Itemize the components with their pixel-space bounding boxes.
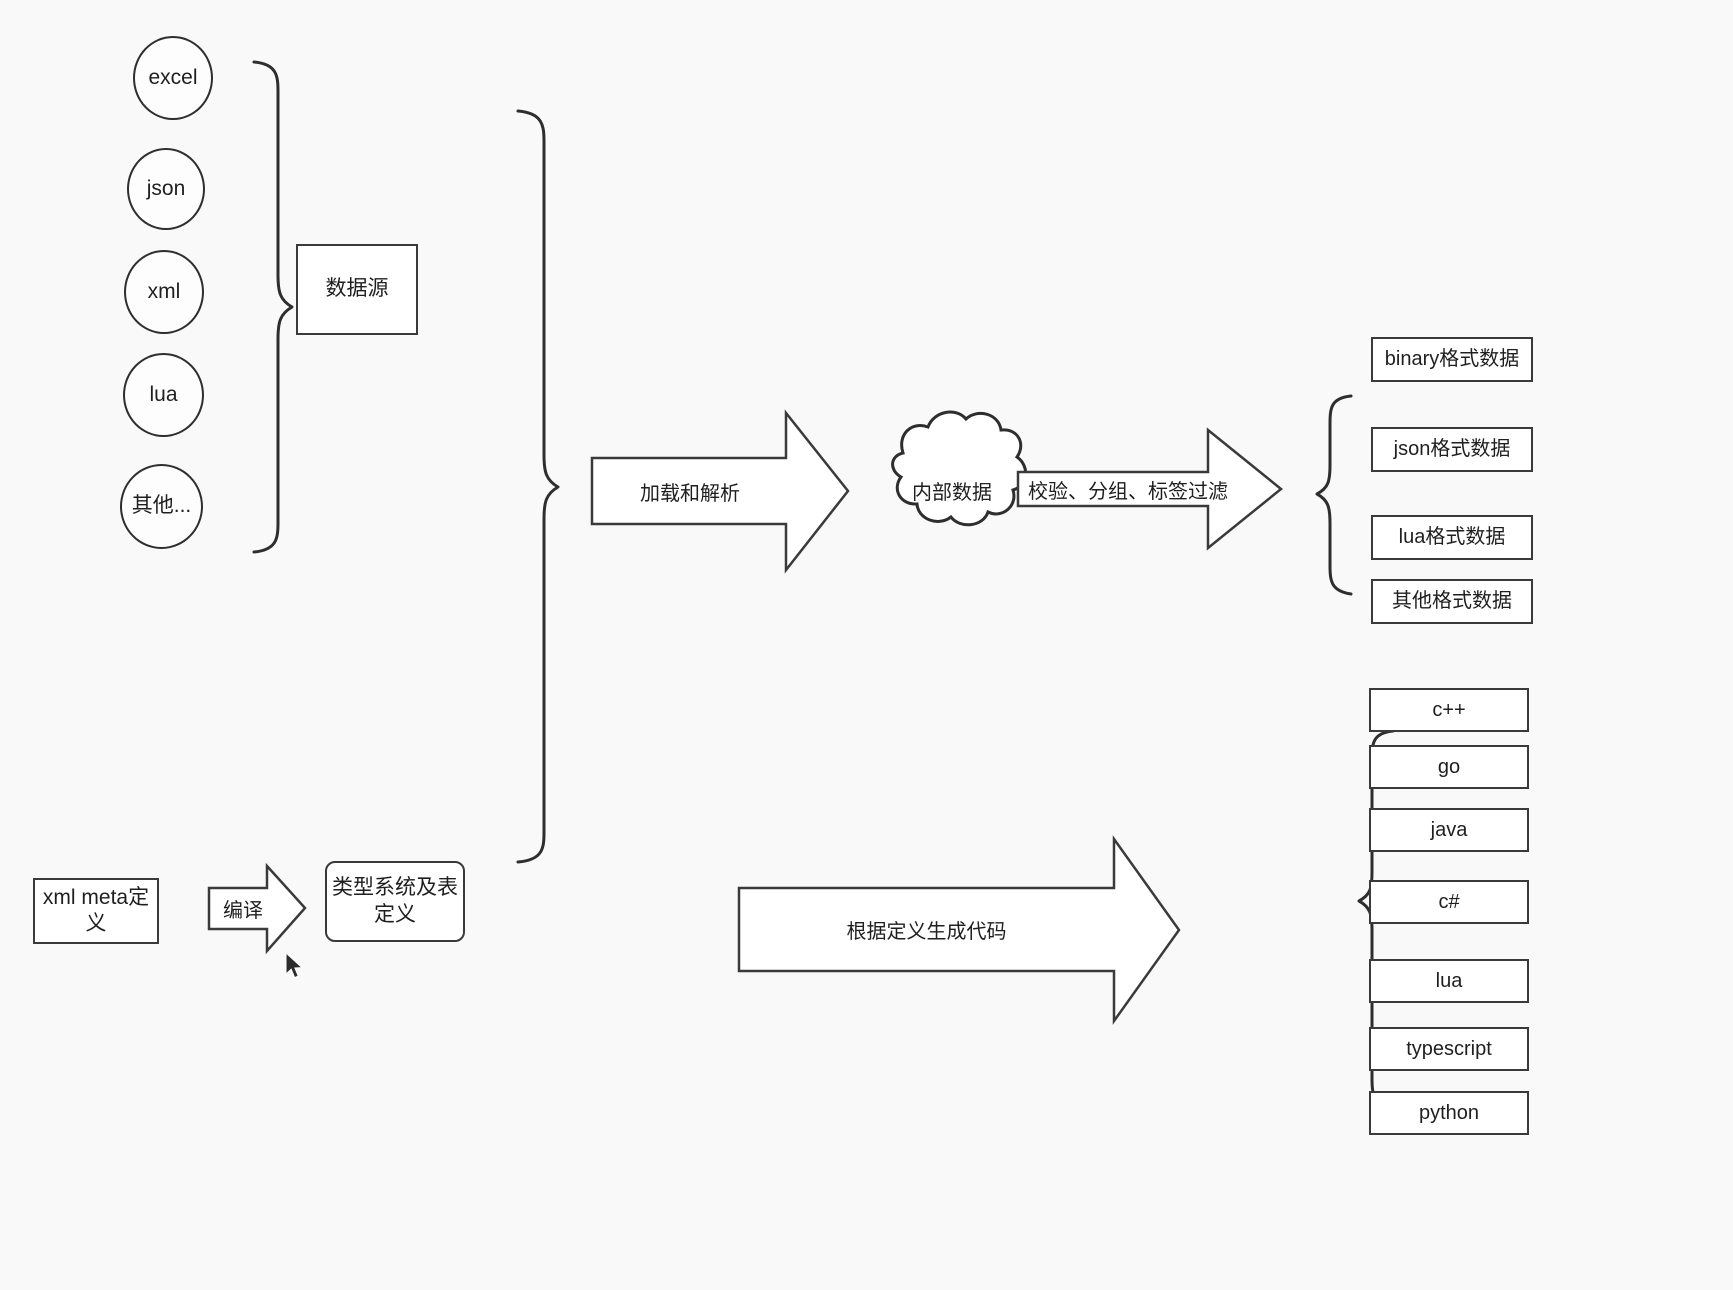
source-label: excel [148,65,198,89]
source-node-lua[interactable]: lua [123,353,204,437]
output-label: json格式数据 [1393,438,1511,460]
language-box-typescript[interactable]: typescript [1369,1027,1529,1071]
language-box-csharp[interactable]: c# [1369,880,1529,924]
internal-data-cloud [891,410,1027,527]
source-node-excel[interactable]: excel [133,36,213,120]
xml-meta-label: xml meta定义 [42,885,150,935]
xml-meta-definition-box[interactable]: xml meta定义 [33,878,159,944]
source-label: lua [149,382,178,406]
source-label: json [146,176,186,200]
output-box-binary[interactable]: binary格式数据 [1371,337,1533,382]
pipeline-input-brace [516,109,560,864]
language-label: typescript [1406,1037,1492,1060]
source-node-other[interactable]: 其他... [120,464,203,549]
language-label: c++ [1432,698,1466,721]
source-node-xml[interactable]: xml [124,250,204,334]
data-source-label: 数据源 [325,277,389,301]
type-system-box[interactable]: 类型系统及表定义 [325,861,465,942]
source-label: 其他... [131,494,192,518]
source-node-json[interactable]: json [127,148,205,230]
language-label: python [1418,1101,1480,1124]
source-label: xml [147,279,181,303]
compile-arrow [207,862,307,955]
language-box-java[interactable]: java [1369,808,1529,852]
language-box-python[interactable]: python [1369,1091,1529,1135]
data-source-box[interactable]: 数据源 [296,244,418,335]
output-box-other[interactable]: 其他格式数据 [1371,579,1533,624]
language-label: c# [1438,890,1460,913]
language-box-lua[interactable]: lua [1369,959,1529,1003]
language-label: go [1437,755,1461,778]
output-box-json[interactable]: json格式数据 [1371,427,1533,472]
output-label: 其他格式数据 [1392,590,1512,612]
data-format-brace [1315,394,1353,596]
output-box-lua[interactable]: lua格式数据 [1371,515,1533,560]
language-label: lua [1435,969,1463,992]
generate-code-arrow [737,835,1181,1025]
filter-arrow [1016,427,1283,551]
load-parse-arrow [590,409,850,574]
output-label: binary格式数据 [1384,348,1520,370]
language-label: java [1430,818,1468,841]
language-box-go[interactable]: go [1369,745,1529,789]
sources-brace [252,60,294,554]
output-label: lua格式数据 [1398,526,1506,548]
language-box-cpp[interactable]: c++ [1369,688,1529,732]
type-system-label: 类型系统及表定义 [332,876,458,926]
